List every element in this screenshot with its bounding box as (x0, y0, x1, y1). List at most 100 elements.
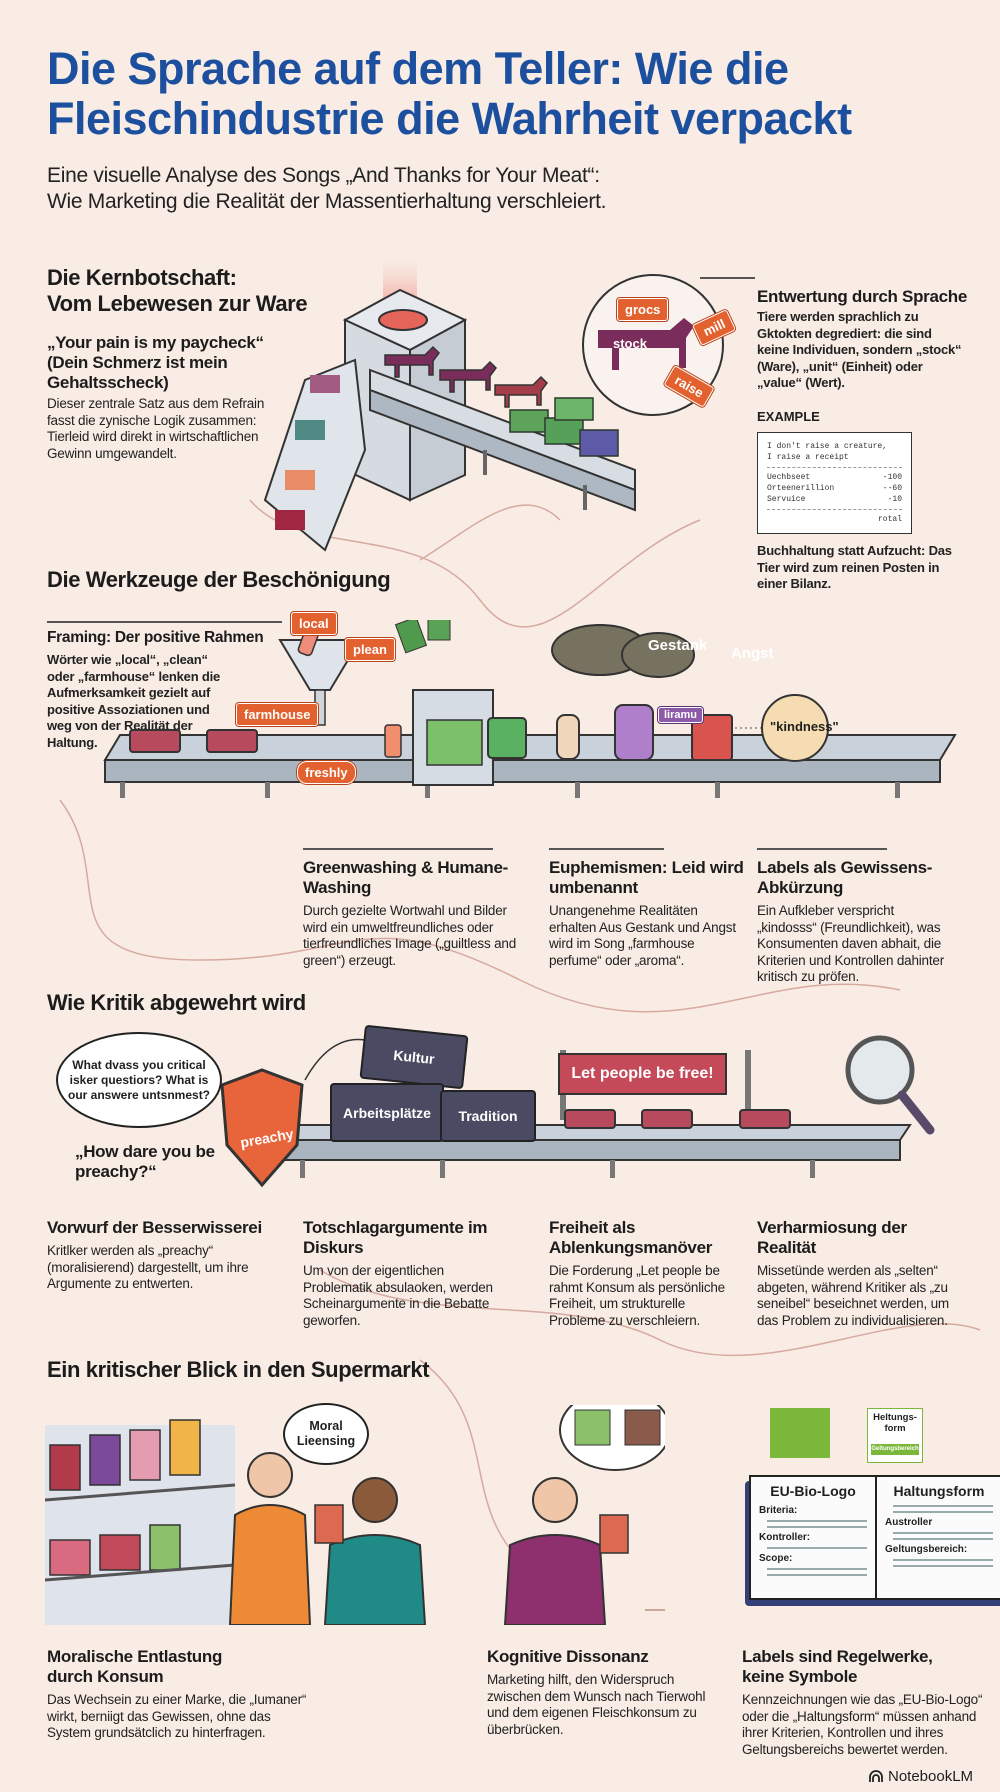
green-package (487, 717, 527, 759)
tag-plean: plean (345, 638, 395, 661)
magnifier-icon (845, 1035, 915, 1105)
section1-body: Dieser zentrale Satz aus dem Refrain fas… (47, 396, 265, 461)
receipt: I don't raise a creature, I raise a rece… (757, 432, 912, 534)
haltungsform-logo-sub: Geltungsbereich (871, 1444, 919, 1455)
cloud-gestank-label: Gestank (648, 637, 708, 654)
notebooklm-logo-icon (869, 1770, 883, 1782)
section1-heading-line-2: Vom Lebewesen zur Ware (47, 291, 308, 316)
col-body: Missetünde werden als „selten“ abgeten, … (757, 1263, 949, 1328)
tag-freshly: freshly (297, 761, 356, 784)
framing-body: Wörter wie „local“, „clean“ oder „farmho… (47, 652, 221, 750)
receipt-row: Servuice -10 (767, 494, 902, 505)
page-subtitle: Eine visuelle Analyse des Songs „And Tha… (47, 163, 947, 215)
col-heading: Kognitive Dissonanz (487, 1647, 649, 1666)
divider (303, 848, 493, 850)
divider (549, 848, 664, 850)
col-body: Das Wechsein zu einer Marke, die „Iumane… (47, 1692, 307, 1740)
divider (757, 848, 887, 850)
meat-tray (641, 1109, 693, 1129)
receipt-item: Uechbseet (767, 473, 811, 482)
page-title: Die Sprache auf dem Teller: Wie die Flei… (47, 44, 987, 144)
meat-tray (739, 1109, 791, 1129)
col-heading: Euphemismen: Leid wird umbenannt (549, 858, 744, 897)
cows-on-belt (384, 345, 548, 408)
col-heading: Labels sind Regelwerke, keine Symbole (742, 1647, 933, 1686)
red-package (691, 714, 733, 761)
receipt-value: -10 (887, 495, 902, 504)
tag-local: local (291, 612, 337, 635)
book-item: Scope: (759, 1553, 793, 1564)
divider (47, 621, 282, 623)
section1-heading-line-1: Die Kernbotschaft: (47, 265, 237, 290)
chute (263, 358, 367, 552)
section1-quote: „Your pain is my paycheck“ (Dein Schmerz… (47, 333, 264, 392)
example-label: EXAMPLE (757, 409, 820, 424)
moral-licensing-bubble: Moral Lieensing (283, 1403, 369, 1465)
eu-bio-logo (770, 1408, 830, 1458)
freedom-banner: Let people be free! (558, 1053, 727, 1095)
col-verharmlosung: Verharmiosung der Realität Missetünde we… (757, 1218, 962, 1329)
book-item: Austroller (885, 1517, 933, 1528)
receipt-total: rotal (877, 515, 902, 524)
receipt-value: --60 (882, 484, 902, 493)
tools-conveyor-illustration (103, 620, 957, 798)
meat-tray (564, 1109, 616, 1129)
col-moral-relief: Moralische Entlastung durch Konsum Das W… (47, 1647, 317, 1742)
section2-heading: Die Werkzeuge der Beschönigung (47, 567, 391, 592)
critic-thought-bubble: What dvass you critical isker questiors?… (56, 1032, 222, 1128)
receipt-row: Orteenerillion --60 (767, 483, 902, 494)
col-freiheit: Freiheit als Ablenkungsmanöver Die Forde… (549, 1218, 739, 1329)
col-body: Kritlker werden als „preachy“ (moralisie… (47, 1243, 249, 1291)
receipt-item: Orteenerillion (767, 484, 835, 493)
section4-heading: Ein kritischer Blick in den Supermarkt (47, 1357, 430, 1382)
receipt-value: -100 (882, 473, 902, 482)
kindness-sticker (761, 694, 829, 762)
money-stacks (509, 397, 619, 457)
person-woman-thinking (532, 1477, 578, 1523)
receipt-line-1: I don't raise a creature, (767, 442, 888, 451)
col-heading: Moralische Entlastung durch Konsum (47, 1647, 223, 1686)
framing-heading: Framing: Der positive Rahmen (47, 629, 264, 646)
block-arbeitsplaetze: Arbeitsplätze (330, 1083, 444, 1142)
cow-label-stock: stock (613, 336, 647, 351)
spray-bottle (556, 714, 580, 760)
col-besserwisserei: Vorwurf der Besserwisserei Kritlker werd… (47, 1218, 277, 1293)
book-item: Geltungsbereich: (885, 1544, 968, 1555)
haltungsform-logo-label: Heltungs-form (873, 1412, 917, 1434)
notebooklm-brand: NotebookLM (868, 1768, 973, 1785)
devaluation-heading: Entwertung durch Sprache (757, 287, 968, 306)
book-item: Kontroller: (759, 1532, 811, 1543)
block-kultur: Kultur (359, 1024, 469, 1090)
person-woman-shopper (247, 1452, 293, 1498)
rulebook: EU-Bio-Logo Briteria: Kontroller: Scope:… (745, 1475, 1000, 1615)
section3-heading: Wie Kritik abgewehrt wird (47, 990, 306, 1015)
receipt-caption: Buchhaltung statt Aufzucht: Das Tier wir… (757, 543, 952, 591)
col-heading: Vorwurf der Besserwisserei (47, 1218, 262, 1237)
col-heading: Greenwashing & Humane-Washing (303, 858, 508, 897)
section1-heading: Die Kernbotschaft: Vom Lebewesen zur War… (47, 265, 327, 317)
col-heading: Freiheit als Ablenkungsmanöver (549, 1218, 713, 1257)
shield-icon (220, 1068, 304, 1188)
person-man (352, 1477, 398, 1523)
red-button (378, 309, 428, 331)
cloud-angst-label: Angst (731, 645, 774, 662)
subtitle-line-1: Eine visuelle Analyse des Songs „And Tha… (47, 164, 600, 187)
col-body: Um von der eigentlichen Problematik absu… (303, 1263, 493, 1328)
col-body: Die Forderung „Let people be rahmt Konsu… (549, 1263, 725, 1328)
col-body: Unangenehme Realitäten erhalten Aus Gest… (549, 903, 736, 968)
tag-farmhouse: farmhouse (236, 703, 319, 726)
col-totschlag: Totschlagargumente im Diskurs Um von der… (303, 1218, 513, 1329)
col-heading: Labels als Gewissens-Abkürzung (757, 858, 933, 897)
col-labels: Labels als Gewissens-Abkürzung Ein Aufkl… (757, 858, 957, 986)
devaluation-body: Tiere werden sprachlich zu Gktokten degr… (757, 309, 962, 390)
critique-conveyor-illustration (220, 1035, 935, 1188)
fear-cloud (621, 632, 695, 678)
book-left-title: EU-Bio-Logo (770, 1483, 856, 1499)
meat-tray (206, 729, 258, 753)
block-tradition: Tradition (440, 1090, 536, 1142)
col-labels-rules: Labels sind Regelwerke, keine Symbole Ke… (742, 1647, 992, 1758)
receipt-item: Servuice (767, 495, 806, 504)
tag-spray: liramu (658, 707, 704, 723)
title-line-2: Fleischindustrie die Wahrheit verpackt (47, 93, 852, 144)
